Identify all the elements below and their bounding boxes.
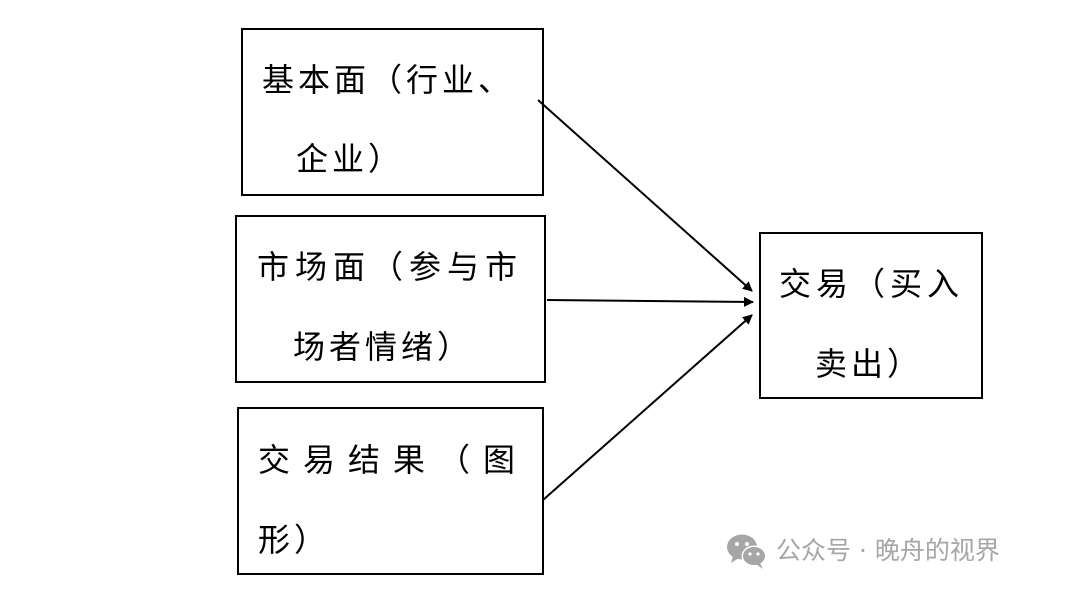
node-trade-line1: 交易（买入 xyxy=(779,265,965,303)
arrow-market-to-trade xyxy=(546,296,754,307)
node-market-line2: 场者情绪） xyxy=(293,328,474,366)
node-fundamentals: 基本面（行业、 企业） xyxy=(241,28,544,196)
node-results-line2: 形） xyxy=(258,521,331,559)
node-market: 市场面（参与市 场者情绪） xyxy=(235,215,546,383)
node-trade: 交易（买入 卖出） xyxy=(759,232,983,399)
arrow-fundamentals-to-trade xyxy=(537,99,753,292)
node-results-line1: 交易结果（图 xyxy=(258,441,529,479)
wechat-icon xyxy=(727,534,767,569)
watermark-text: 公众号 · 晚舟的视界 xyxy=(776,536,1000,565)
node-trade-line2: 卖出） xyxy=(815,345,924,383)
node-fundamentals-line2: 企业） xyxy=(296,140,405,178)
watermark: 公众号 · 晚舟的视界 xyxy=(726,530,1000,572)
node-results: 交易结果（图 形） xyxy=(237,407,544,575)
arrow-results-to-trade xyxy=(542,314,753,501)
node-fundamentals-line1: 基本面（行业、 xyxy=(262,61,515,99)
node-market-line1: 市场面（参与市 xyxy=(257,248,524,286)
